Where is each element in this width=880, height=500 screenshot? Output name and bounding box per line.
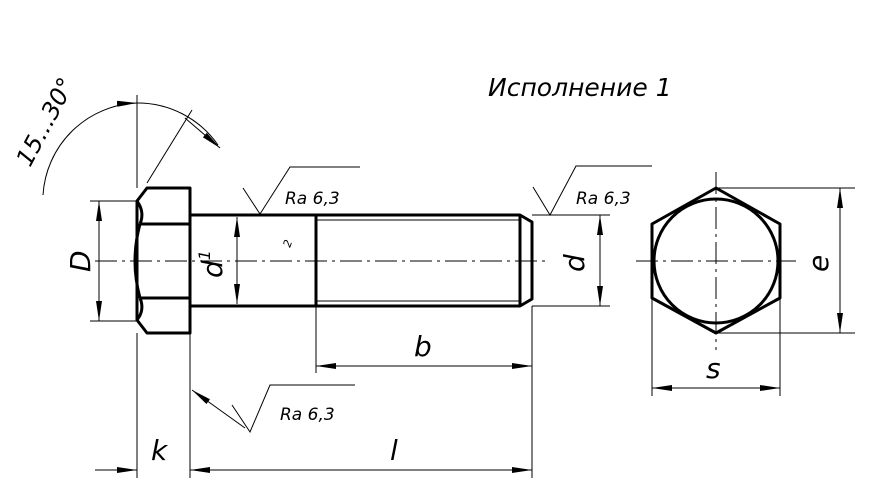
roughness-label: Ra 6,3: [576, 189, 631, 209]
label-l: l: [390, 434, 398, 467]
bolt-shank: [190, 213, 534, 308]
drawing-title: Исполнение 1: [488, 73, 672, 102]
extension-lines: [90, 95, 855, 478]
label-e: e: [802, 255, 835, 272]
section-mark: 2: [281, 238, 296, 249]
roughness-symbol-thread-end: [532, 165, 652, 217]
roughness-label: Ra 6,3: [285, 189, 340, 209]
roughness-symbol-head: [191, 384, 355, 434]
angle-label: 15...30°: [11, 73, 81, 171]
label-d: d: [558, 254, 591, 272]
label-d1: d1: [195, 250, 229, 278]
label-b: b: [414, 330, 432, 363]
roughness-label: Ra 6,3: [280, 405, 335, 425]
label-D: D: [64, 250, 97, 272]
label-s: s: [706, 352, 721, 385]
label-k: k: [151, 434, 169, 467]
angle-arrow: [184, 117, 221, 149]
roughness-symbol-shank: [242, 166, 360, 215]
angle-arc: [42, 100, 138, 196]
